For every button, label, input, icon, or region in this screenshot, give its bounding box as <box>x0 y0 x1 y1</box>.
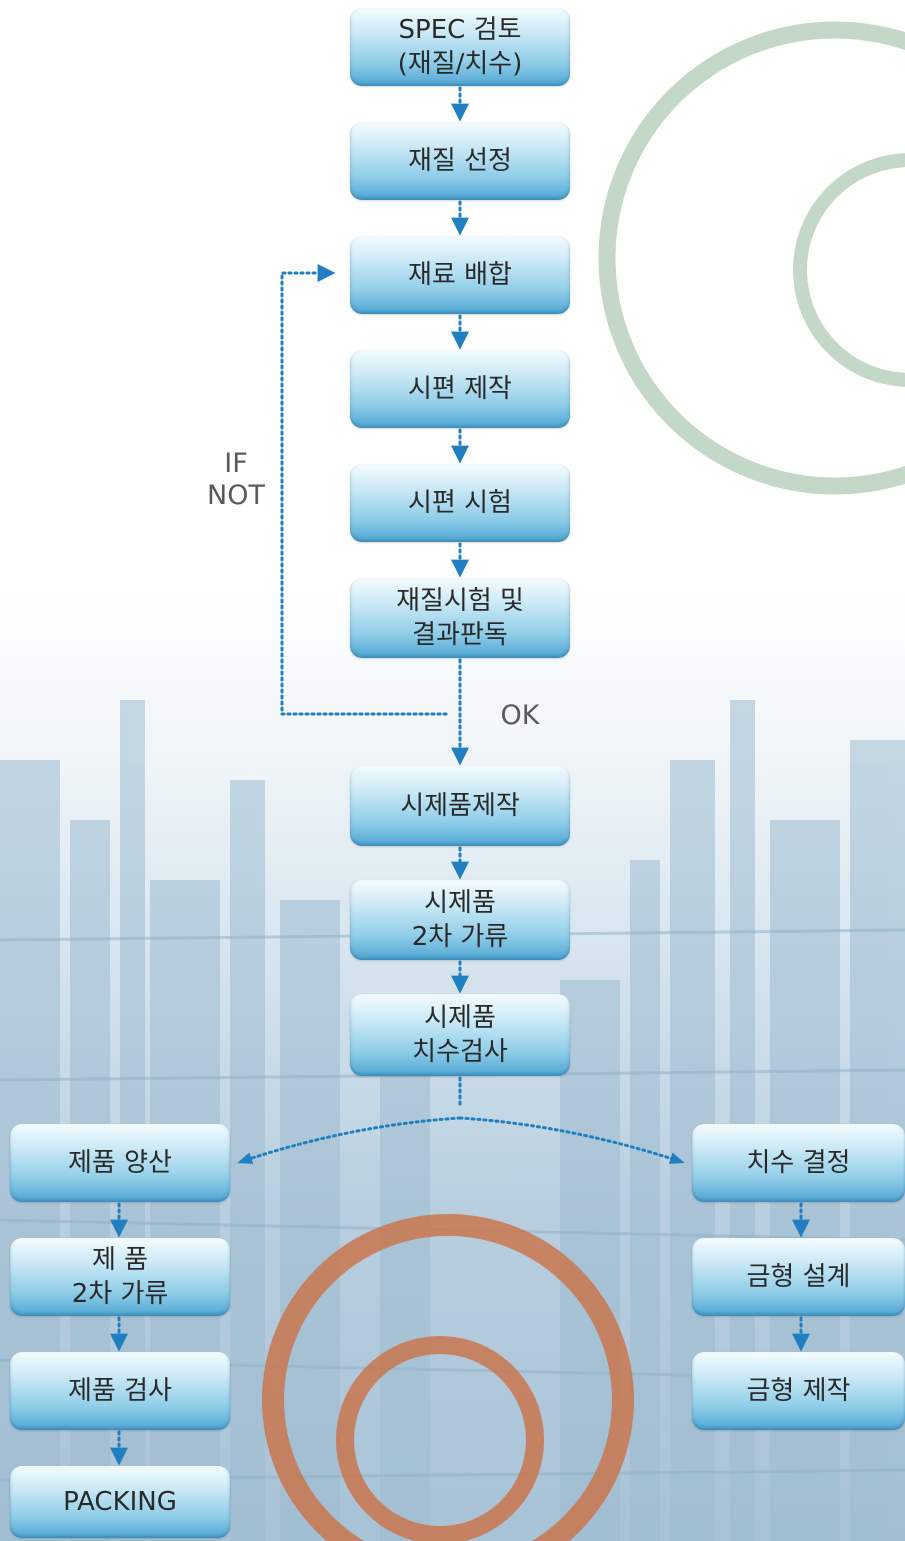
node-specimen-make: 시편 제작 <box>350 350 570 428</box>
node-prototype-inspect: 시제품 치수검사 <box>350 994 570 1076</box>
node-mass-production: 제품 양산 <box>10 1124 230 1202</box>
connector-if-not-loop <box>280 264 448 716</box>
connector-split-to-mass-production <box>237 1116 462 1164</box>
node-dimension-decide: 치수 결정 <box>692 1124 905 1202</box>
node-product-inspect: 제품 검사 <box>10 1352 230 1430</box>
node-specimen-test: 시편 시험 <box>350 464 570 542</box>
green-o-ring-image <box>598 21 905 495</box>
node-mold-make: 금형 제작 <box>692 1352 905 1430</box>
node-packing: PACKING <box>10 1466 230 1538</box>
node-mold-design: 금형 설계 <box>692 1238 905 1316</box>
node-material-test-eval: 재질시험 및 결과판독 <box>350 578 570 658</box>
node-prototype-cure: 시제품 2차 가류 <box>350 880 570 960</box>
label-if-not: IF NOT <box>207 448 265 511</box>
node-material-mix: 재료 배합 <box>350 236 570 314</box>
node-spec-review: SPEC 검토 (재질/치수) <box>350 8 570 86</box>
node-material-select: 재질 선정 <box>350 122 570 200</box>
node-product-cure: 제 품 2차 가류 <box>10 1238 230 1316</box>
label-ok: OK <box>500 700 540 731</box>
connector-split-to-dimension-decide <box>458 1116 685 1164</box>
orange-o-ring-image <box>262 1214 634 1541</box>
node-prototype-make: 시제품제작 <box>350 766 570 846</box>
